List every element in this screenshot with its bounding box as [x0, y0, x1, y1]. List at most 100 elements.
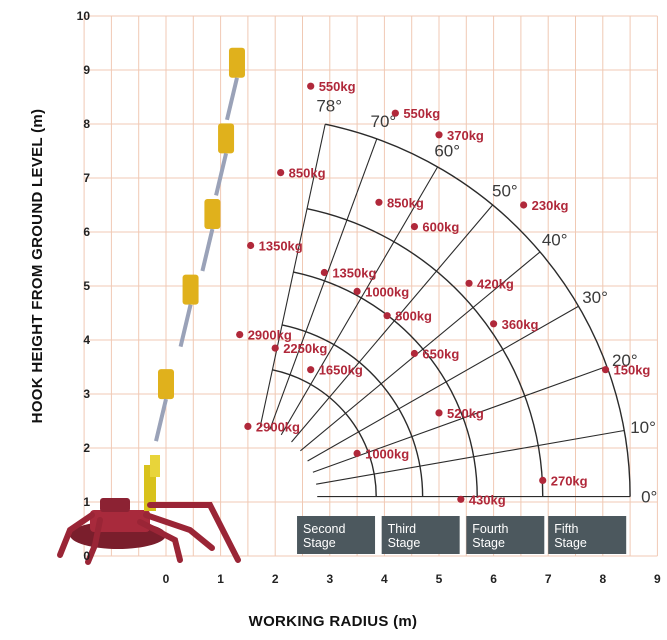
boom-arc — [281, 324, 424, 497]
stage-label: Stage — [554, 536, 587, 550]
stage-label: Stage — [303, 536, 336, 550]
load-value-label: 2900kg — [248, 328, 292, 343]
load-value-label: 520kg — [447, 406, 484, 421]
load-point — [435, 409, 443, 417]
x-tick-label: 9 — [654, 572, 661, 586]
stage-label: Fifth — [554, 522, 578, 536]
boom-icon — [200, 228, 215, 272]
y-tick-label: 1 — [83, 495, 90, 509]
load-value-label: 370kg — [447, 128, 484, 143]
load-value-label: 150kg — [614, 363, 651, 378]
hook-block-icon — [228, 47, 245, 78]
load-value-label: 1000kg — [365, 446, 409, 461]
load-point — [353, 287, 361, 295]
angle-label: 30° — [582, 288, 608, 307]
angle-line — [280, 166, 439, 436]
y-tick-label: 0 — [83, 549, 90, 563]
load-value-label: 1000kg — [365, 284, 409, 299]
load-value-label: 420kg — [477, 276, 514, 291]
boom-icon — [225, 77, 239, 121]
load-point — [539, 476, 547, 484]
stage-box — [466, 516, 545, 554]
boom-icon — [178, 304, 193, 348]
y-tick-label: 6 — [83, 225, 90, 239]
load-point — [410, 223, 419, 231]
load-point — [465, 279, 473, 287]
y-tick-label: 8 — [83, 117, 90, 131]
load-point — [435, 131, 443, 139]
angle-label: 50° — [492, 181, 518, 200]
load-labels: 550kg 550kg 370kg 850kg 850kg 230kg 600kg 1350k… — [236, 79, 650, 507]
load-point — [391, 109, 399, 117]
angle-label: 40° — [542, 231, 568, 250]
load-point — [457, 495, 465, 503]
stage-label: Stage — [472, 536, 505, 550]
load-point — [490, 320, 498, 328]
crane-illustration — [57, 47, 245, 565]
load-point — [375, 198, 383, 206]
load-point — [247, 241, 255, 250]
angle-line — [300, 251, 541, 452]
load-value-label: 550kg — [319, 79, 356, 94]
y-tick-label: 7 — [83, 171, 90, 185]
hook-block-icon — [182, 274, 199, 305]
load-point — [410, 349, 419, 358]
angle-label: 78° — [316, 97, 342, 116]
load-point — [307, 366, 315, 374]
stage-label: Fourth — [472, 522, 508, 536]
y-tick-label: 10 — [77, 9, 91, 23]
stage-label: Third — [388, 522, 417, 536]
y-tick-label: 9 — [83, 63, 90, 77]
load-value-label: 1350kg — [259, 239, 303, 254]
y-tick-label: 4 — [83, 333, 90, 347]
angle-label: 60° — [434, 142, 460, 161]
load-value-label: 230kg — [532, 198, 569, 213]
grid — [83, 15, 658, 557]
angle-line — [259, 124, 326, 427]
load-value-label: 1650kg — [319, 363, 363, 378]
stage-box — [381, 516, 460, 554]
stage-label: Second — [303, 522, 345, 536]
x-axis-title: WORKING RADIUS (m) — [249, 613, 418, 630]
hook-block-icon — [204, 199, 221, 229]
load-value-label: 600kg — [422, 220, 459, 235]
x-tick-label: 1 — [217, 572, 224, 586]
load-value-label: 850kg — [387, 195, 424, 210]
angle-label: 20° — [612, 351, 638, 370]
stage-box — [297, 516, 376, 554]
x-tick-label: 0 — [163, 572, 170, 586]
boom-arc — [325, 123, 631, 497]
load-point — [236, 331, 244, 339]
load-value-label: 270kg — [551, 473, 588, 488]
hook-block-icon — [218, 123, 235, 154]
load-value-label: 850kg — [289, 166, 326, 181]
load-point — [277, 169, 285, 177]
angle-line — [291, 204, 494, 443]
boom-icon — [154, 398, 168, 442]
x-tick-label: 4 — [381, 572, 388, 586]
y-axis-title: HOOK HEIGHT FROM GROUND LEVEL (m) — [29, 109, 46, 424]
y-tick-label: 2 — [83, 441, 90, 455]
load-value-label: 2900kg — [256, 419, 300, 434]
stage-box — [548, 516, 627, 554]
x-tick-label: 6 — [490, 572, 497, 586]
angle-line — [316, 429, 625, 485]
load-value-label: 800kg — [395, 309, 432, 324]
stage-boxes: SecondStageThirdStageFourthStageFifthSta… — [297, 516, 627, 554]
boom-arc — [272, 369, 377, 497]
load-point — [383, 312, 391, 320]
load-value-label: 1350kg — [332, 266, 376, 281]
angle-line — [312, 365, 608, 473]
load-value-label: 2250kg — [283, 341, 327, 356]
hook-block-icon — [158, 369, 174, 400]
angle-line — [307, 305, 579, 462]
load-value-label: 550kg — [403, 106, 440, 121]
load-point — [307, 82, 315, 90]
load-arcs: 78°70°60°50°40°30°20°10°0° — [259, 97, 657, 507]
angle-label: 10° — [630, 418, 656, 437]
angle-label: 70° — [371, 112, 397, 131]
load-point — [520, 201, 528, 209]
load-point — [244, 422, 252, 430]
